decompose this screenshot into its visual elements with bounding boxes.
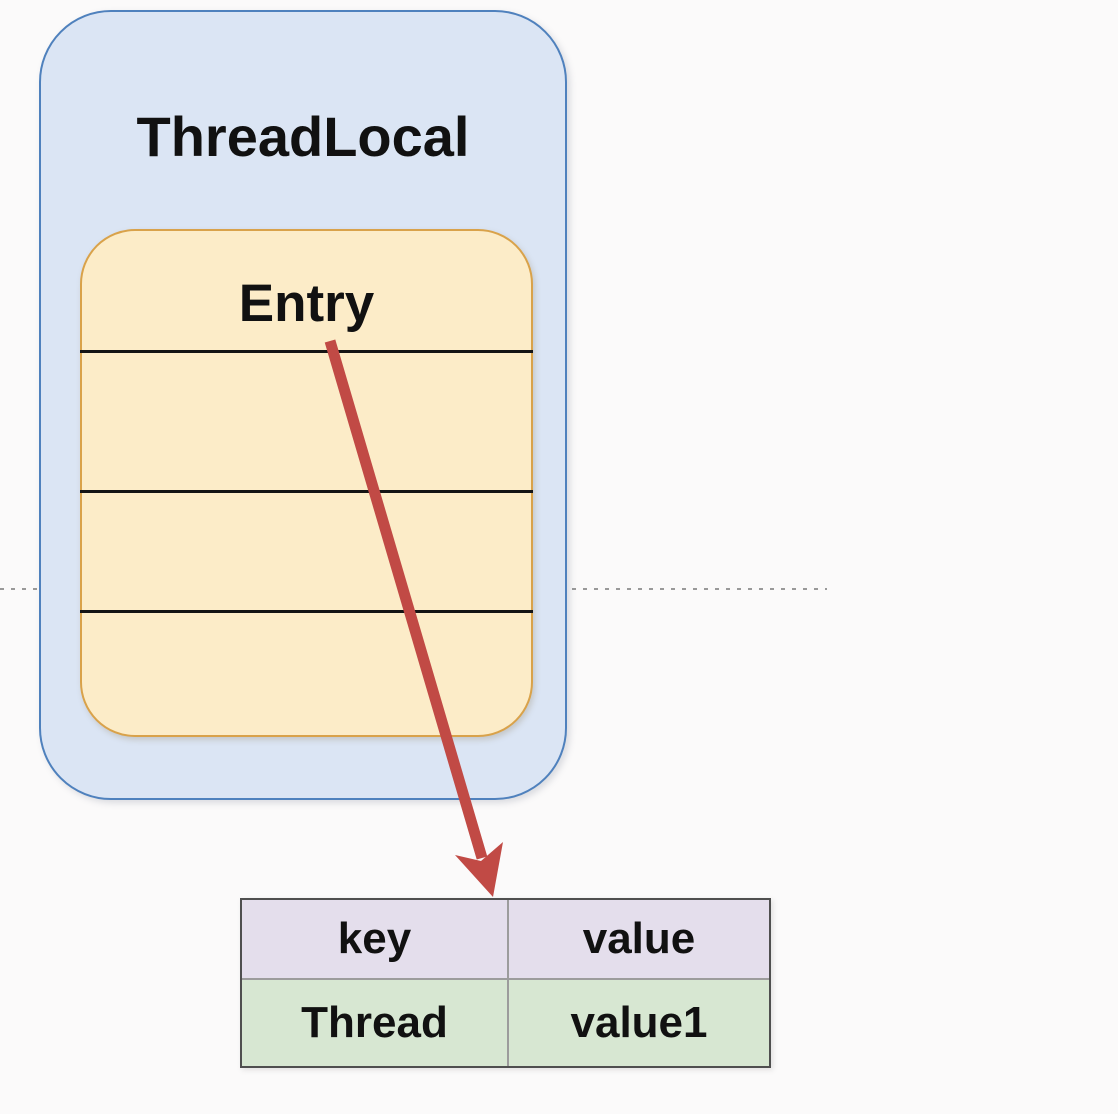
arrow-head [455, 842, 503, 897]
table-header-key: key [242, 900, 509, 980]
entry-row-divider-1 [80, 350, 533, 353]
entry-label: Entry [238, 274, 375, 333]
table-header-value: value [509, 900, 769, 980]
entry-row-divider-2 [80, 490, 533, 493]
key-value-table: key value Thread value1 [240, 898, 771, 1068]
threadlocal-container: ThreadLocal Entry [39, 10, 567, 800]
threadlocal-label: ThreadLocal [136, 105, 470, 168]
entry-box: Entry [80, 229, 533, 737]
table-cell-value1: value1 [509, 980, 769, 1066]
entry-row-divider-3 [80, 610, 533, 613]
table-cell-thread: Thread [242, 980, 509, 1066]
